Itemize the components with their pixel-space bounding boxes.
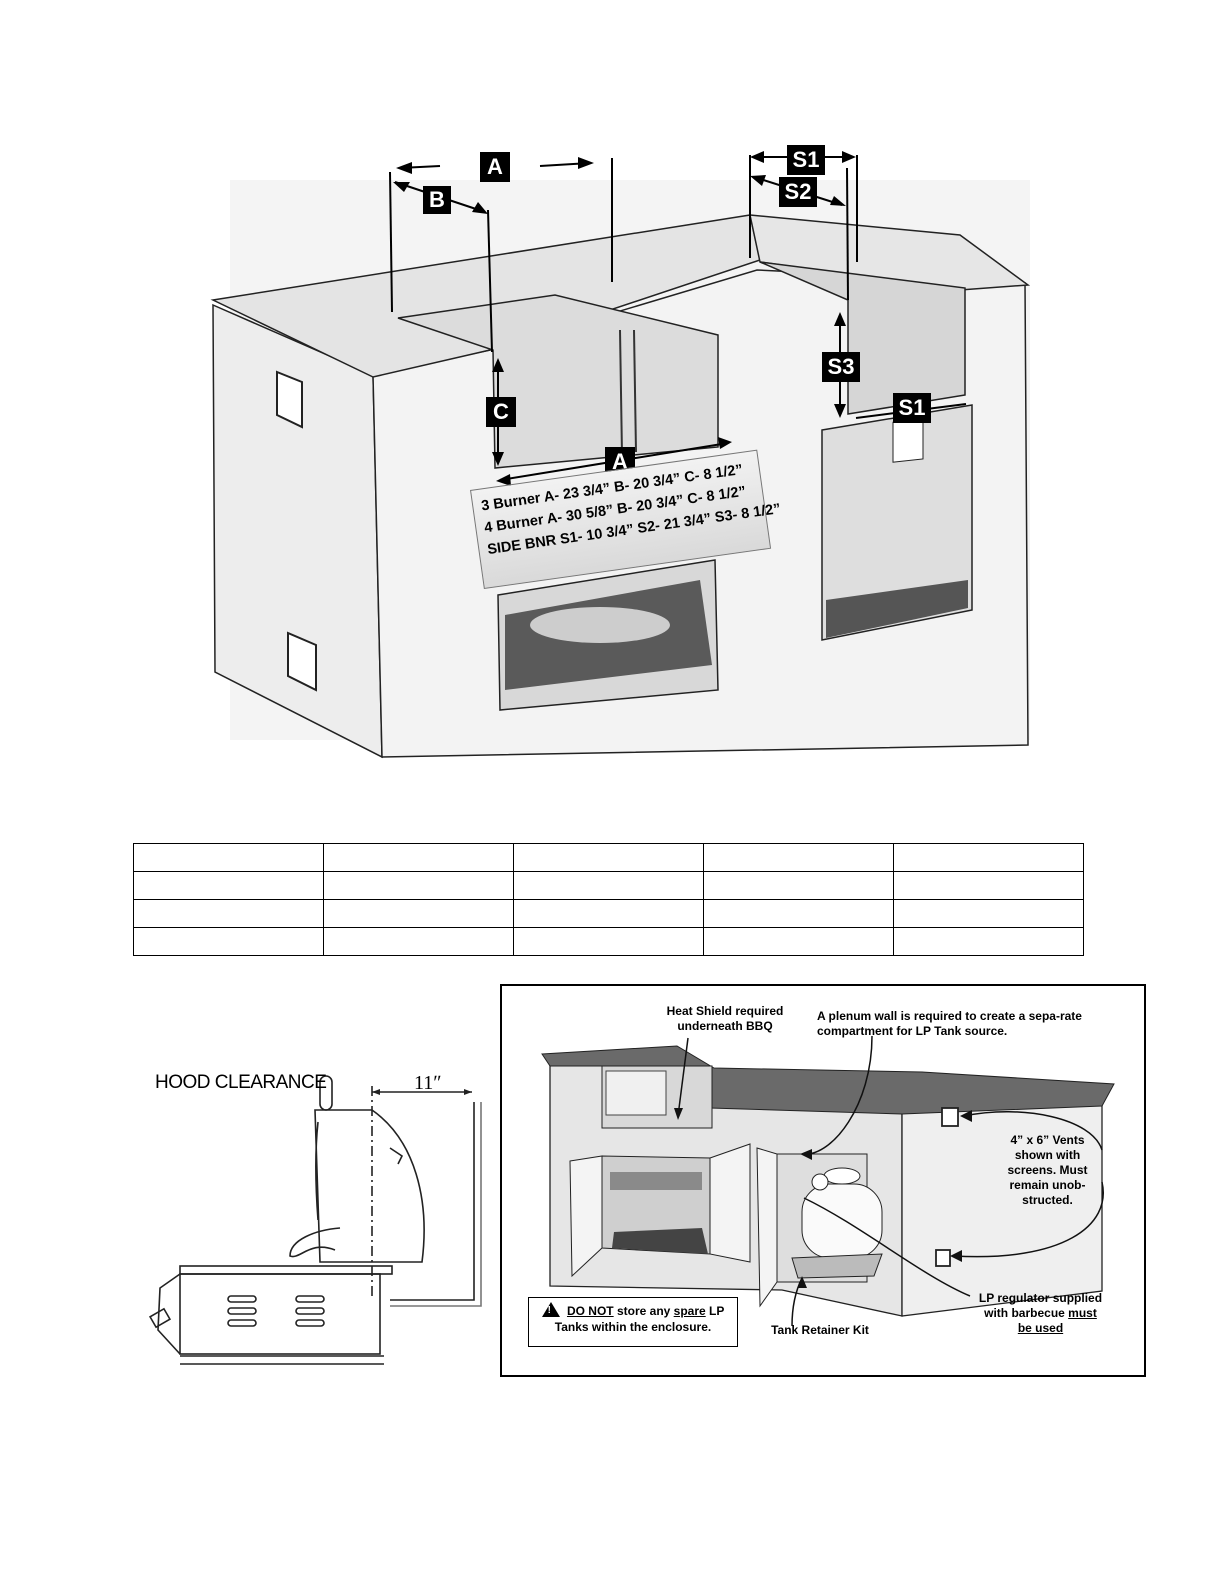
table-cell (893, 871, 1084, 900)
table-cell (513, 871, 704, 900)
heat-shield-note: Heat Shield required underneath BBQ (666, 1004, 784, 1033)
warning-spare: spare (673, 1304, 706, 1318)
regulator-line1: LP regulator supplied (978, 1291, 1103, 1305)
dimension-table (133, 843, 1084, 956)
dim-label-c: C (486, 397, 516, 427)
dim-label-s2: S2 (779, 177, 817, 207)
table-cell (133, 843, 324, 872)
lp-tank-panel (500, 984, 1146, 1377)
warning-icon-glyph: ! (547, 1305, 551, 1316)
table-cell (893, 927, 1084, 956)
warning-mid: store any (613, 1304, 674, 1318)
table-cell (893, 843, 1084, 872)
vents-note: 4” x 6” Vents shown with screens. Must r… (1007, 1133, 1088, 1207)
table-cell (703, 899, 894, 928)
table-row (133, 899, 1084, 928)
table-cell (513, 899, 704, 928)
table-cell (323, 899, 514, 928)
hood-clearance-value: 11ʺ (414, 1072, 441, 1094)
table-row (133, 871, 1084, 900)
spare-tank-warning: ! DO NOT store any spare LP Tanks within… (528, 1297, 738, 1347)
regulator-must: must (1068, 1306, 1097, 1320)
table-cell (323, 871, 514, 900)
table-cell (133, 899, 324, 928)
table-cell (323, 843, 514, 872)
table-cell (133, 871, 324, 900)
table-cell (323, 927, 514, 956)
warning-end: LP (705, 1304, 725, 1318)
warning-triangle-icon: ! (541, 1302, 560, 1317)
regulator-be-used: be used (1017, 1321, 1064, 1335)
table-row (133, 843, 1084, 872)
plenum-note: A plenum wall is required to create a se… (817, 1009, 1082, 1038)
table-cell (133, 927, 324, 956)
dim-label-s3: S3 (822, 352, 860, 382)
dim-label-a-top: A (480, 152, 510, 182)
regulator-note: LP regulator supplied with barbecue must… (968, 1291, 1113, 1336)
table-cell (703, 843, 894, 872)
table-cell (893, 899, 1084, 928)
table-cell (513, 843, 704, 872)
dim-label-s1-top: S1 (787, 145, 825, 175)
table-cell (703, 871, 894, 900)
table-cell (703, 927, 894, 956)
table-cell (513, 927, 704, 956)
table-row (133, 927, 1084, 956)
hood-clearance-diagram (140, 1060, 500, 1390)
dim-label-s1-bottom: S1 (893, 393, 931, 423)
enclosure-diagram: A B C A S1 S2 S3 S1 3 Burner A- 23 3/4” … (0, 0, 1225, 780)
regulator-line2: with barbecue (984, 1306, 1065, 1320)
tank-retainer-note: Tank Retainer Kit (771, 1323, 869, 1337)
dim-label-b: B (423, 186, 451, 214)
hood-clearance-title: HOOD CLEARANCE (155, 1072, 327, 1093)
warning-line2: Tanks within the enclosure. (554, 1320, 712, 1334)
warning-do-not: DO NOT (566, 1304, 614, 1318)
